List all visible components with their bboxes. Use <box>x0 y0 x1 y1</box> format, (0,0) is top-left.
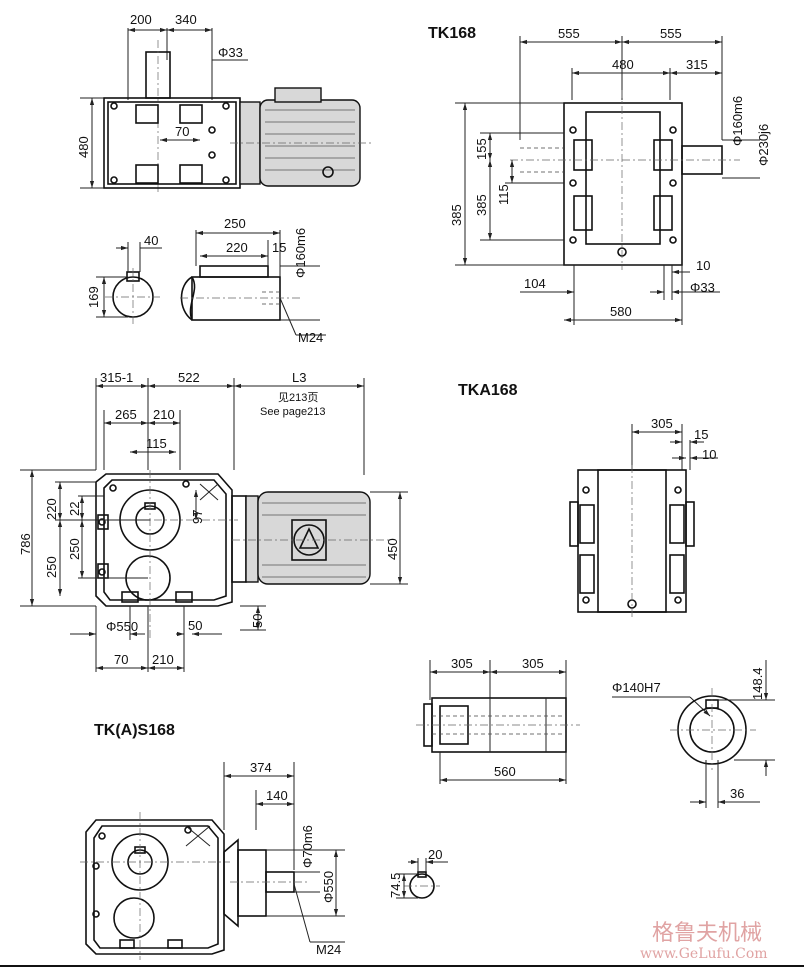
shaft-detail: 40 169 250 220 15 Φ160m6 M24 <box>86 216 326 345</box>
dim-10: 10 <box>696 258 710 273</box>
dim-m24-s: M24 <box>316 942 341 957</box>
dim-305-tka: 305 <box>651 416 673 431</box>
dim-70: 70 <box>175 124 189 139</box>
watermark: 格鲁夫机械 www.GeLufu.Com <box>640 921 768 962</box>
dim-580: 580 <box>610 304 632 319</box>
tks168-view: TK(A)S168 374 140 Φ70m6 Φ550 <box>80 722 345 960</box>
dim-522: 522 <box>178 370 200 385</box>
top-left-view: 200 340 Φ33 70 480 <box>76 12 372 195</box>
dim-20: 20 <box>428 847 442 862</box>
main-front-view: 315-1 522 L3 见213页 See page213 265 210 1… <box>18 370 408 672</box>
dim-220: 220 <box>44 498 59 520</box>
dim-250: 250 <box>67 538 82 560</box>
dim-phi70m6: Φ70m6 <box>300 825 315 868</box>
dim-480: 480 <box>76 136 91 158</box>
dim-555-left: 555 <box>558 26 580 41</box>
dim-97: 97 <box>190 510 205 524</box>
dim-210: 210 <box>153 407 175 422</box>
note-cn: 见213页 <box>278 392 318 404</box>
dim-148-4: 148.4 <box>750 667 765 700</box>
dim-480-tk: 480 <box>612 57 634 72</box>
dim-169: 169 <box>86 286 101 308</box>
hollow-side-view: 305 305 560 <box>416 656 580 784</box>
dim-385: 385 <box>474 194 489 216</box>
dim-phi550-s: Φ550 <box>321 871 336 903</box>
dim-m24: M24 <box>298 330 323 345</box>
dim-phi160m6-tk: Φ160m6 <box>730 96 745 146</box>
dim-phi33: Φ33 <box>218 45 243 60</box>
title-tk168: TK168 <box>428 25 476 42</box>
dim-315-tk: 315 <box>686 57 708 72</box>
dim-40: 40 <box>144 233 158 248</box>
dim-74-5: 74.5 <box>388 873 403 898</box>
dim-10-tka: 10 <box>702 447 716 462</box>
dim-140: 140 <box>266 788 288 803</box>
dim-155: 155 <box>474 138 489 160</box>
dim-115-main: 115 <box>146 436 167 451</box>
dim-phi160m6: Φ160m6 <box>293 228 308 278</box>
dim-220: 220 <box>226 240 248 255</box>
dim-phi33-tk: Φ33 <box>690 280 715 295</box>
dim-phi140h7: Φ140H7 <box>612 680 661 695</box>
tka168-view: TKA168 305 15 10 <box>458 382 718 618</box>
note-en: See page213 <box>260 406 325 418</box>
dim-36: 36 <box>730 786 744 801</box>
dim-phi550: 450 <box>385 538 400 560</box>
dim-115: 115 <box>496 184 511 205</box>
dim-560: 560 <box>494 764 516 779</box>
hollow-section: Φ140H7 148.4 36 <box>612 660 775 808</box>
title-tka168: TKA168 <box>458 382 518 399</box>
title-tks168: TK(A)S168 <box>94 722 175 739</box>
dim-265: 265 <box>115 407 137 422</box>
dim-450: 250 <box>44 556 59 578</box>
dim-15-tka: 15 <box>694 427 708 442</box>
dim-250: 250 <box>224 216 246 231</box>
key-detail: 20 74.5 <box>388 847 448 899</box>
tk168-view: TK168 555 555 480 315 Φ160m6 Φ230j6 <box>428 25 771 325</box>
dim-104: 104 <box>524 276 546 291</box>
dim-70-bottom: 70 <box>114 652 128 667</box>
dim-500-1: 385 <box>449 204 464 226</box>
dim-22: 22 <box>67 502 82 516</box>
dim-374: 374 <box>250 760 272 775</box>
dim-305-b: 305 <box>522 656 544 671</box>
dim-786: 786 <box>18 533 33 555</box>
dim-50-side: 50 <box>250 614 265 628</box>
watermark-url: www.GeLufu.Com <box>640 946 768 962</box>
dim-15: 15 <box>272 240 286 255</box>
watermark-cn: 格鲁夫机械 <box>652 921 762 946</box>
dim-210-bottom: 210 <box>152 652 174 667</box>
dim-555-right: 555 <box>660 26 682 41</box>
dim-phi33-main: 50 <box>188 618 202 633</box>
dim-340: 340 <box>175 12 197 27</box>
dim-200: 200 <box>130 12 152 27</box>
dim-305-a: 305 <box>451 656 473 671</box>
dim-phi230j6: Φ230j6 <box>756 124 771 166</box>
dim-50-bottom: Φ550 <box>106 619 138 634</box>
dim-315-1: 315-1 <box>100 370 133 385</box>
dim-l3: L3 <box>292 370 306 385</box>
